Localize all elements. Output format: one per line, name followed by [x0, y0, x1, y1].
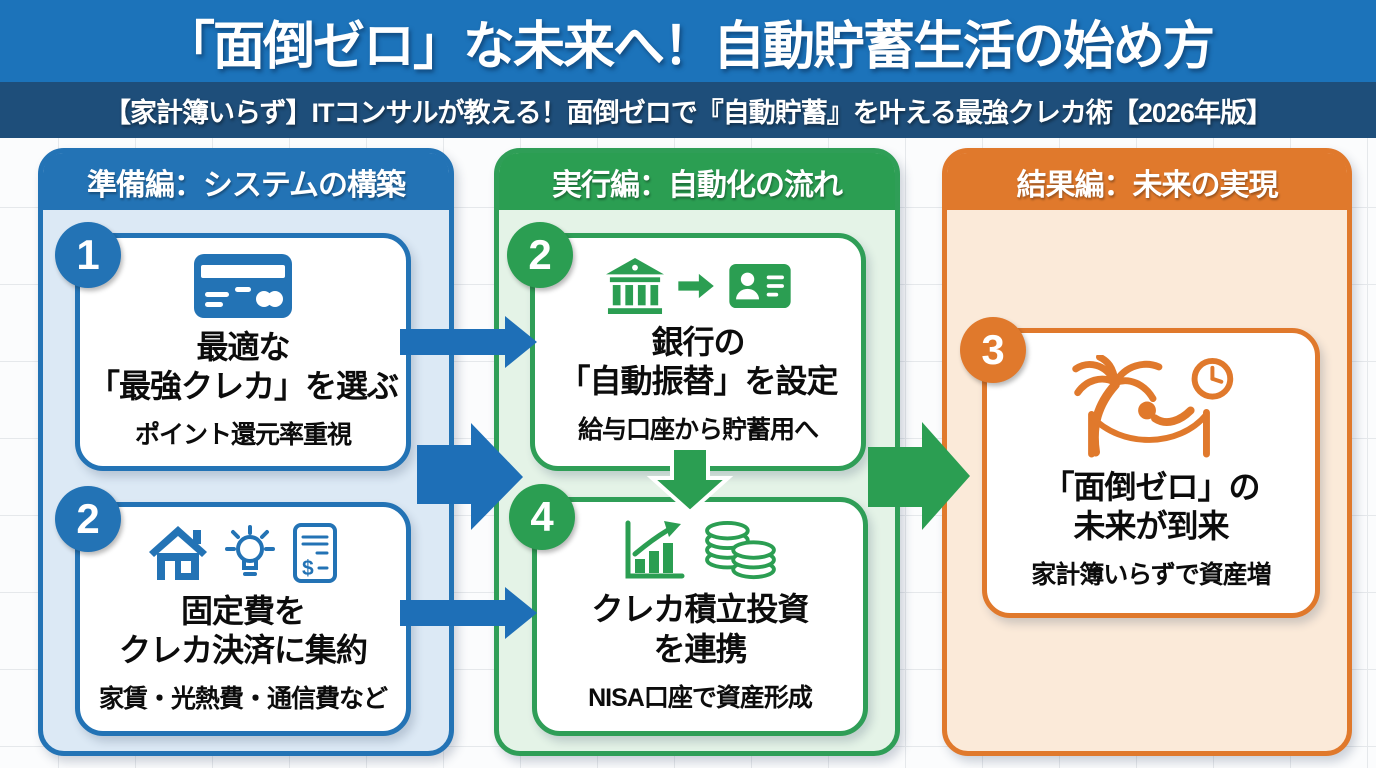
card-title-line2: を連携: [653, 630, 747, 667]
coins-icon: [705, 521, 776, 580]
card-title-line1: 銀行の: [651, 323, 745, 360]
person-head: [1138, 401, 1156, 420]
card-title-line1: クレカ積立投資: [591, 591, 809, 628]
card-setup-auto-transfer-icons: [604, 257, 792, 314]
card-title-line2: クレカ決済に集約: [118, 632, 368, 668]
card-title: クレカ積立投資を連携: [591, 590, 809, 668]
lightbulb-icon: [225, 524, 275, 576]
card-consolidate-fixed-costs-icons: $: [149, 522, 337, 583]
card-zero-hassle-future: 「面倒ゼロ」の未来が到来 家計簿いらずで資産増: [982, 328, 1320, 618]
card-link-credit-investment-icons: [622, 519, 778, 581]
card-title: 最適な「最強クレカ」を選ぶ: [87, 328, 399, 406]
subtitle-banner: 【家計簿いらず】ITコンサルが教える！面倒ゼロで『自動貯蓄』を叶える最強クレカ術…: [0, 82, 1376, 138]
card-subtitle: 給与口座から貯蓄用へ: [577, 416, 819, 445]
card-title-line1: 固定費を: [180, 592, 306, 629]
step-badge-4: 4: [509, 484, 575, 550]
step-badge-2: 2: [55, 486, 121, 552]
card-title: 銀行の「自動振替」を設定: [558, 323, 838, 401]
card-choose-best-card: 最適な「最強クレカ」を選ぶ ポイント還元率重視: [75, 233, 411, 471]
card-setup-auto-transfer: 銀行の「自動振替」を設定 給与口座から貯蓄用へ: [530, 233, 866, 471]
clock-icon: [1191, 357, 1234, 400]
panel-preparation-title: 準備編：システムの構築: [43, 153, 449, 210]
bank-icon: [606, 257, 664, 314]
page-title: 「面倒ゼロ」な未来へ！自動貯蓄生活の始め方: [162, 17, 1215, 76]
id-card-icon: [729, 263, 791, 309]
card-title-line2: 「最強クレカ」を選ぶ: [87, 368, 399, 404]
panel-execution-title: 実行編：自動化の流れ: [499, 153, 895, 210]
card-subtitle: NISA口座で資産形成: [588, 683, 813, 712]
card-title: 「面倒ゼロ」の未来が到来: [1042, 468, 1260, 546]
card-title-line2: 未来が到来: [1073, 508, 1229, 544]
card-consolidate-fixed-costs: $ 固定費をクレカ決済に集約 家賃・光熱費・通信費など: [75, 502, 411, 736]
card-link-credit-investment: クレカ積立投資を連携 NISA口座で資産形成: [532, 497, 868, 736]
palm-hammock-icon: [1072, 354, 1234, 458]
card-title-line1: 「面倒ゼロ」の: [1042, 468, 1260, 505]
card-choose-best-card-icons: [193, 253, 293, 319]
card-subtitle: ポイント還元率重視: [134, 421, 352, 450]
growth-chart-icon: [625, 520, 685, 579]
card-zero-hassle-future-icons: [1061, 354, 1241, 459]
card-subtitle: 家賃・光熱費・通信費など: [98, 685, 388, 714]
card-subtitle: 家計簿いらずで資産増: [1031, 561, 1272, 590]
step-badge-3: 3: [960, 317, 1026, 383]
card-title-line1: 最適な: [196, 328, 290, 365]
step-badge-2-exec: 2: [507, 222, 573, 288]
arrow-right-icon: [678, 273, 714, 299]
page-subtitle: 【家計簿いらず】ITコンサルが教える！面倒ゼロで『自動貯蓄』を叶える最強クレカ術…: [104, 97, 1273, 128]
header-banner: 「面倒ゼロ」な未来へ！自動貯蓄生活の始め方: [0, 0, 1376, 82]
panel-result-title: 結果編：未来の実現: [947, 153, 1347, 210]
card-title: 固定費をクレカ決済に集約: [118, 592, 368, 670]
step-badge-1: 1: [55, 222, 121, 288]
bill-icon: $: [293, 522, 337, 583]
house-icon: [149, 525, 207, 580]
svg-text:$: $: [302, 557, 314, 580]
card-title-line2: 「自動振替」を設定: [558, 363, 838, 399]
credit-card-icon: [194, 253, 292, 318]
